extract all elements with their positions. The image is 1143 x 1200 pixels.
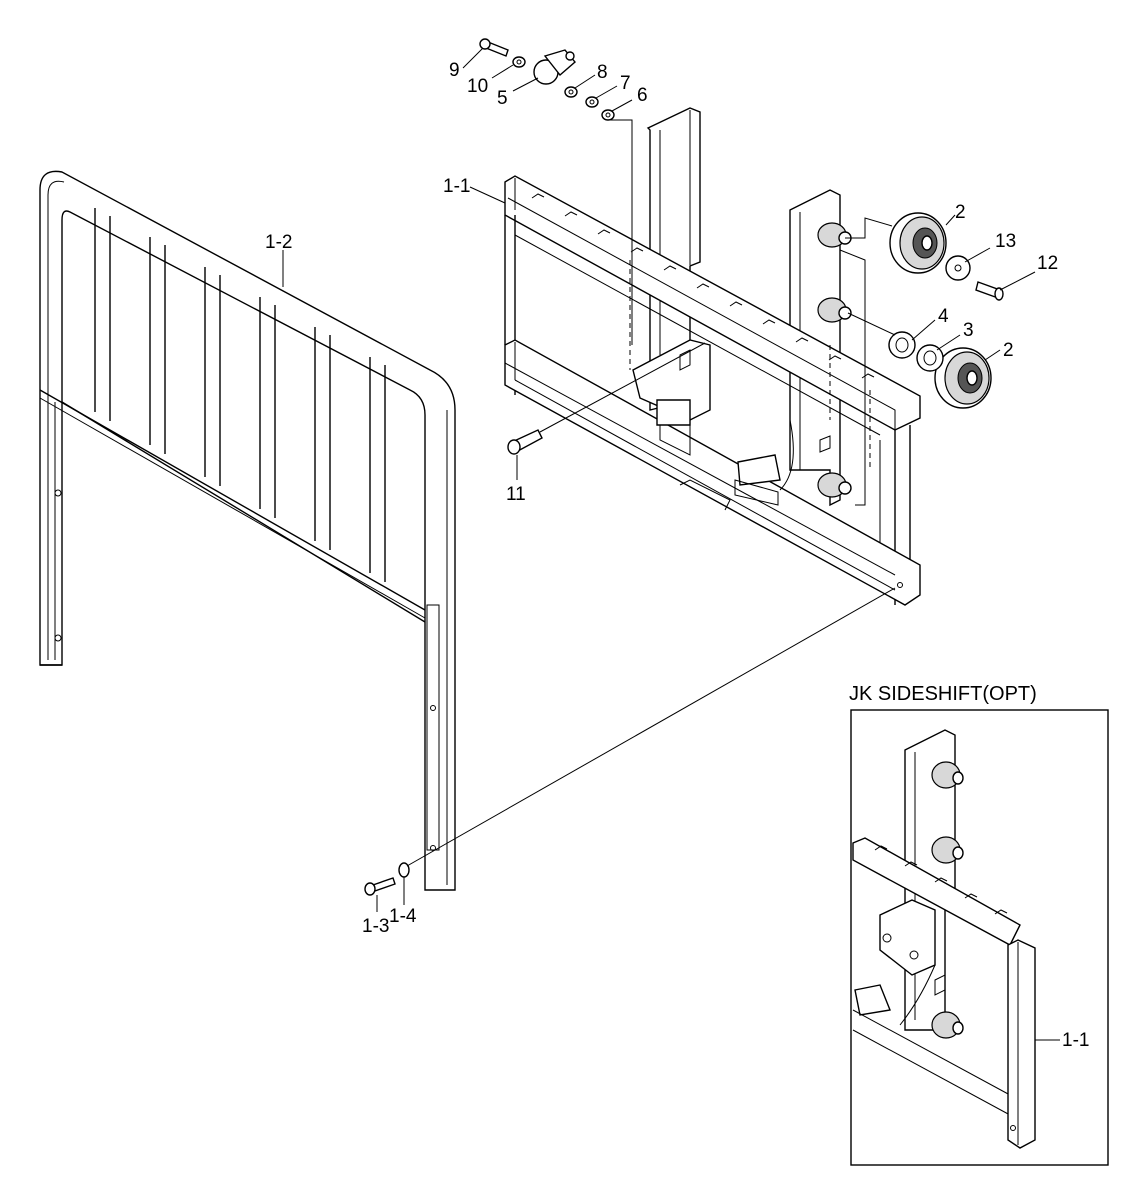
inset-title: JK SIDESHIFT(OPT) [849,683,1037,705]
callout-12: 12 [1037,253,1058,274]
washer-13 [945,255,971,281]
fork-carriage [504,107,921,606]
shim-3 [916,344,944,372]
bolt-9 [479,38,509,57]
callout-10: 10 [467,76,488,97]
inset-frame [850,709,1109,1166]
pin-5 [533,49,576,85]
bolt-11 [507,429,543,455]
callout-3: 3 [963,320,974,341]
callout-6: 6 [637,85,648,106]
callout-5: 5 [497,88,508,109]
inset-callout-1-1: 1-1 [1062,1030,1089,1051]
washer-10 [512,56,526,68]
callout-1-4: 1-4 [389,906,417,927]
shim-4 [888,331,916,359]
leader-lines [282,47,1036,912]
callout-1-2: 1-2 [265,232,292,253]
bearing-roller-bottom [934,347,992,409]
callout-2-top: 2 [955,202,966,223]
washer-7 [585,96,599,108]
callout-9: 9 [449,60,460,81]
callout-13: 13 [995,231,1016,252]
washer-6 [601,109,615,121]
callout-labels: 9 10 5 8 7 6 1-1 1-2 2 13 12 4 3 2 11 1-… [265,60,1058,937]
callout-1-1: 1-1 [443,176,470,197]
bearing-roller-top [889,212,947,274]
callout-1-3: 1-3 [362,916,389,937]
callout-4: 4 [938,306,949,327]
callout-8: 8 [597,62,608,83]
inset-jk-sideshift: JK SIDESHIFT(OPT) 1-1 [849,683,1109,1166]
callout-7: 7 [620,73,631,94]
callout-2-bottom: 2 [1003,340,1014,361]
washer-1-4 [398,862,410,878]
bolt-12 [975,281,1004,301]
bolt-1-3 [364,877,396,896]
load-backrest [39,170,456,891]
roller-studs [817,222,852,498]
washer-8 [564,86,578,98]
callout-11: 11 [506,484,526,505]
